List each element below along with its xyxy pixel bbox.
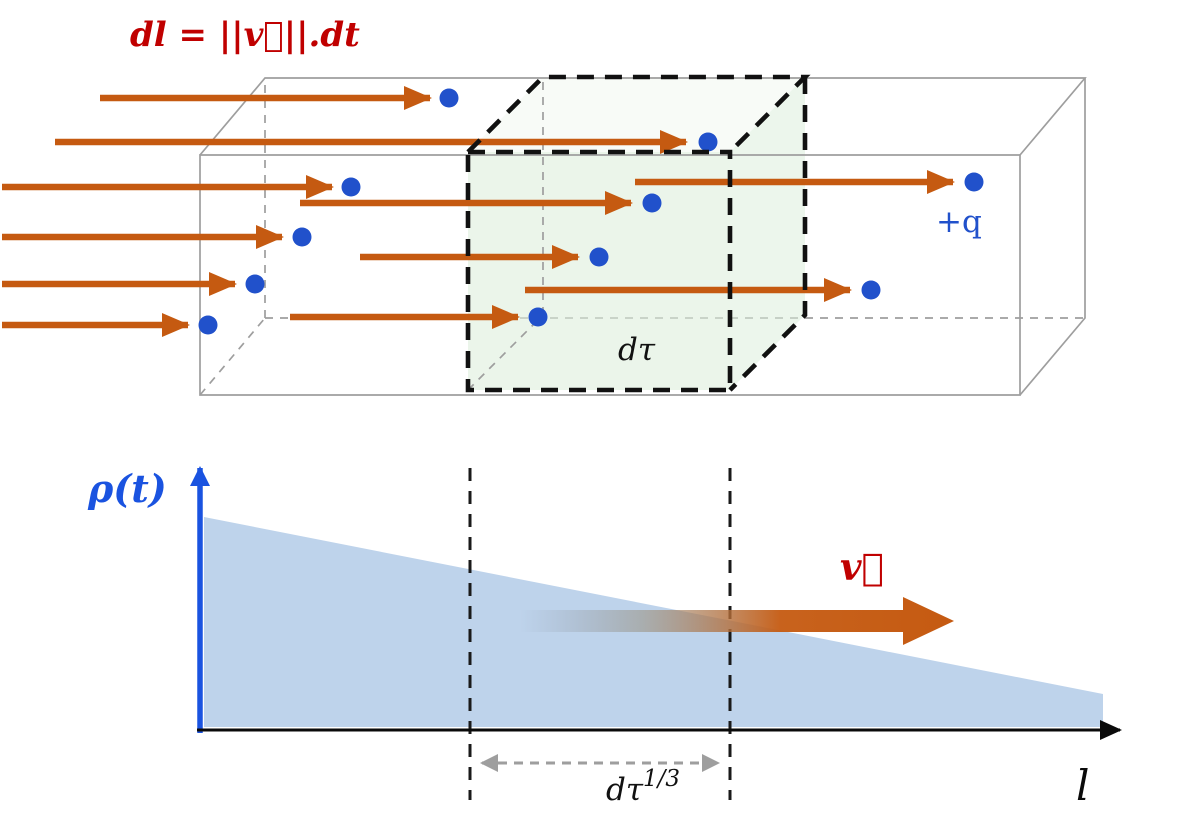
charge-dot bbox=[964, 172, 984, 192]
charge-dot bbox=[292, 227, 312, 247]
volume-cube-outline bbox=[465, 74, 811, 393]
density-axis-label: ρ(t) bbox=[87, 466, 167, 511]
charge-label: +q bbox=[936, 204, 982, 240]
cube-top-face bbox=[468, 77, 805, 152]
charge-dot bbox=[861, 280, 881, 300]
width-label-exponent: 1/3 bbox=[643, 766, 680, 792]
velocity-gradient-arrow bbox=[520, 597, 954, 645]
charge-dot bbox=[642, 193, 662, 213]
charge-dot bbox=[528, 307, 548, 327]
width-label: dτ1/3 bbox=[606, 766, 680, 808]
charge-dot bbox=[198, 315, 218, 335]
cube-front-face bbox=[468, 152, 730, 390]
volume-label: dτ bbox=[618, 332, 656, 368]
charge-dot bbox=[439, 88, 459, 108]
width-label-base: dτ bbox=[606, 772, 644, 808]
charges-group bbox=[2, 86, 984, 337]
cube-hidden-edge bbox=[467, 314, 544, 391]
charge-dot bbox=[341, 177, 361, 197]
charge-dot bbox=[698, 132, 718, 152]
charge-dot bbox=[245, 274, 265, 294]
formula-label: dl = ||v⃗||.dt bbox=[130, 15, 360, 55]
length-axis-label: l bbox=[1076, 761, 1089, 810]
charge-dot bbox=[589, 247, 609, 267]
velocity-label: v⃗ bbox=[840, 545, 884, 589]
